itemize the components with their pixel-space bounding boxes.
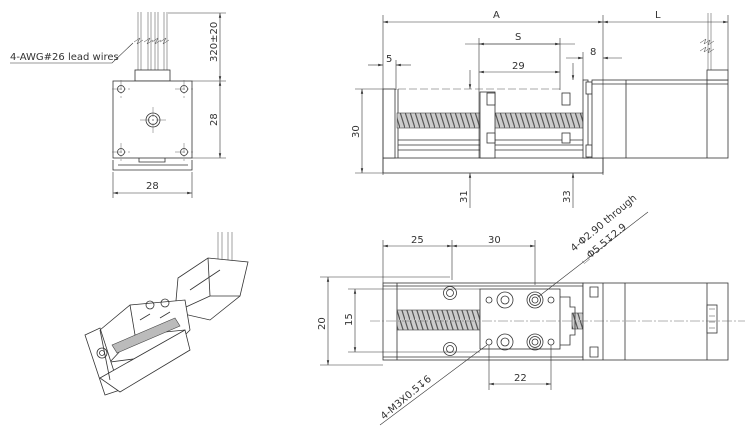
top-rail-holes xyxy=(443,286,457,356)
dim-33: 33 xyxy=(562,190,573,203)
side-left-end xyxy=(382,88,396,159)
isometric-view xyxy=(84,232,249,396)
front-view: 4-AWG#26 lead wires 320±20 28 28 xyxy=(10,12,226,198)
width-dim: 28 xyxy=(146,181,159,192)
shaft-boss xyxy=(140,107,166,133)
lead-wire-leader xyxy=(10,42,134,64)
dim-20: 20 xyxy=(317,317,328,330)
dim-29: 29 xyxy=(512,61,525,72)
dim-5: 5 xyxy=(386,54,392,65)
dim-S: S xyxy=(515,32,521,43)
lead-wires xyxy=(133,12,170,70)
dim-22: 22 xyxy=(514,373,527,384)
top-lead-screw xyxy=(396,309,481,331)
lead-wires-label: 4-AWG#26 lead wires xyxy=(10,52,119,63)
top-view: 25 30 20 15 22 4-Φ2.90 through ⌴Φ5.5↧2.9… xyxy=(317,193,745,426)
dim-25: 25 xyxy=(411,235,424,246)
height-dim: 28 xyxy=(209,113,220,126)
iso-lead-screw xyxy=(111,317,181,354)
wire-length-dim: 320±20 xyxy=(209,22,220,62)
side-view: A L S 29 5 8 30 31 33 xyxy=(351,10,729,208)
thread-note: 4-M3X0.5↧6 xyxy=(379,374,434,423)
side-motor xyxy=(591,79,729,159)
carriage-holes xyxy=(485,291,555,351)
dim-30-height: 30 xyxy=(351,125,362,138)
mounting-holes xyxy=(112,80,193,161)
top-carriage xyxy=(479,288,561,350)
side-base-plate xyxy=(382,157,604,174)
base-plate xyxy=(112,158,193,171)
dim-31: 31 xyxy=(459,190,470,203)
motor-connector xyxy=(706,304,718,334)
wire-exit-tab xyxy=(134,69,171,82)
dim-15: 15 xyxy=(344,313,355,326)
dim-30-top: 30 xyxy=(488,235,501,246)
thread-note-leader xyxy=(379,344,488,426)
top-motor xyxy=(582,282,729,361)
iso-base xyxy=(99,329,191,393)
hole-note-leader xyxy=(537,211,649,298)
dim-8: 8 xyxy=(590,47,596,58)
motor-face xyxy=(112,80,193,159)
side-motor-flange xyxy=(582,79,589,159)
dim-A: A xyxy=(493,10,500,21)
dim-L: L xyxy=(655,10,661,21)
side-wire xyxy=(699,13,715,70)
